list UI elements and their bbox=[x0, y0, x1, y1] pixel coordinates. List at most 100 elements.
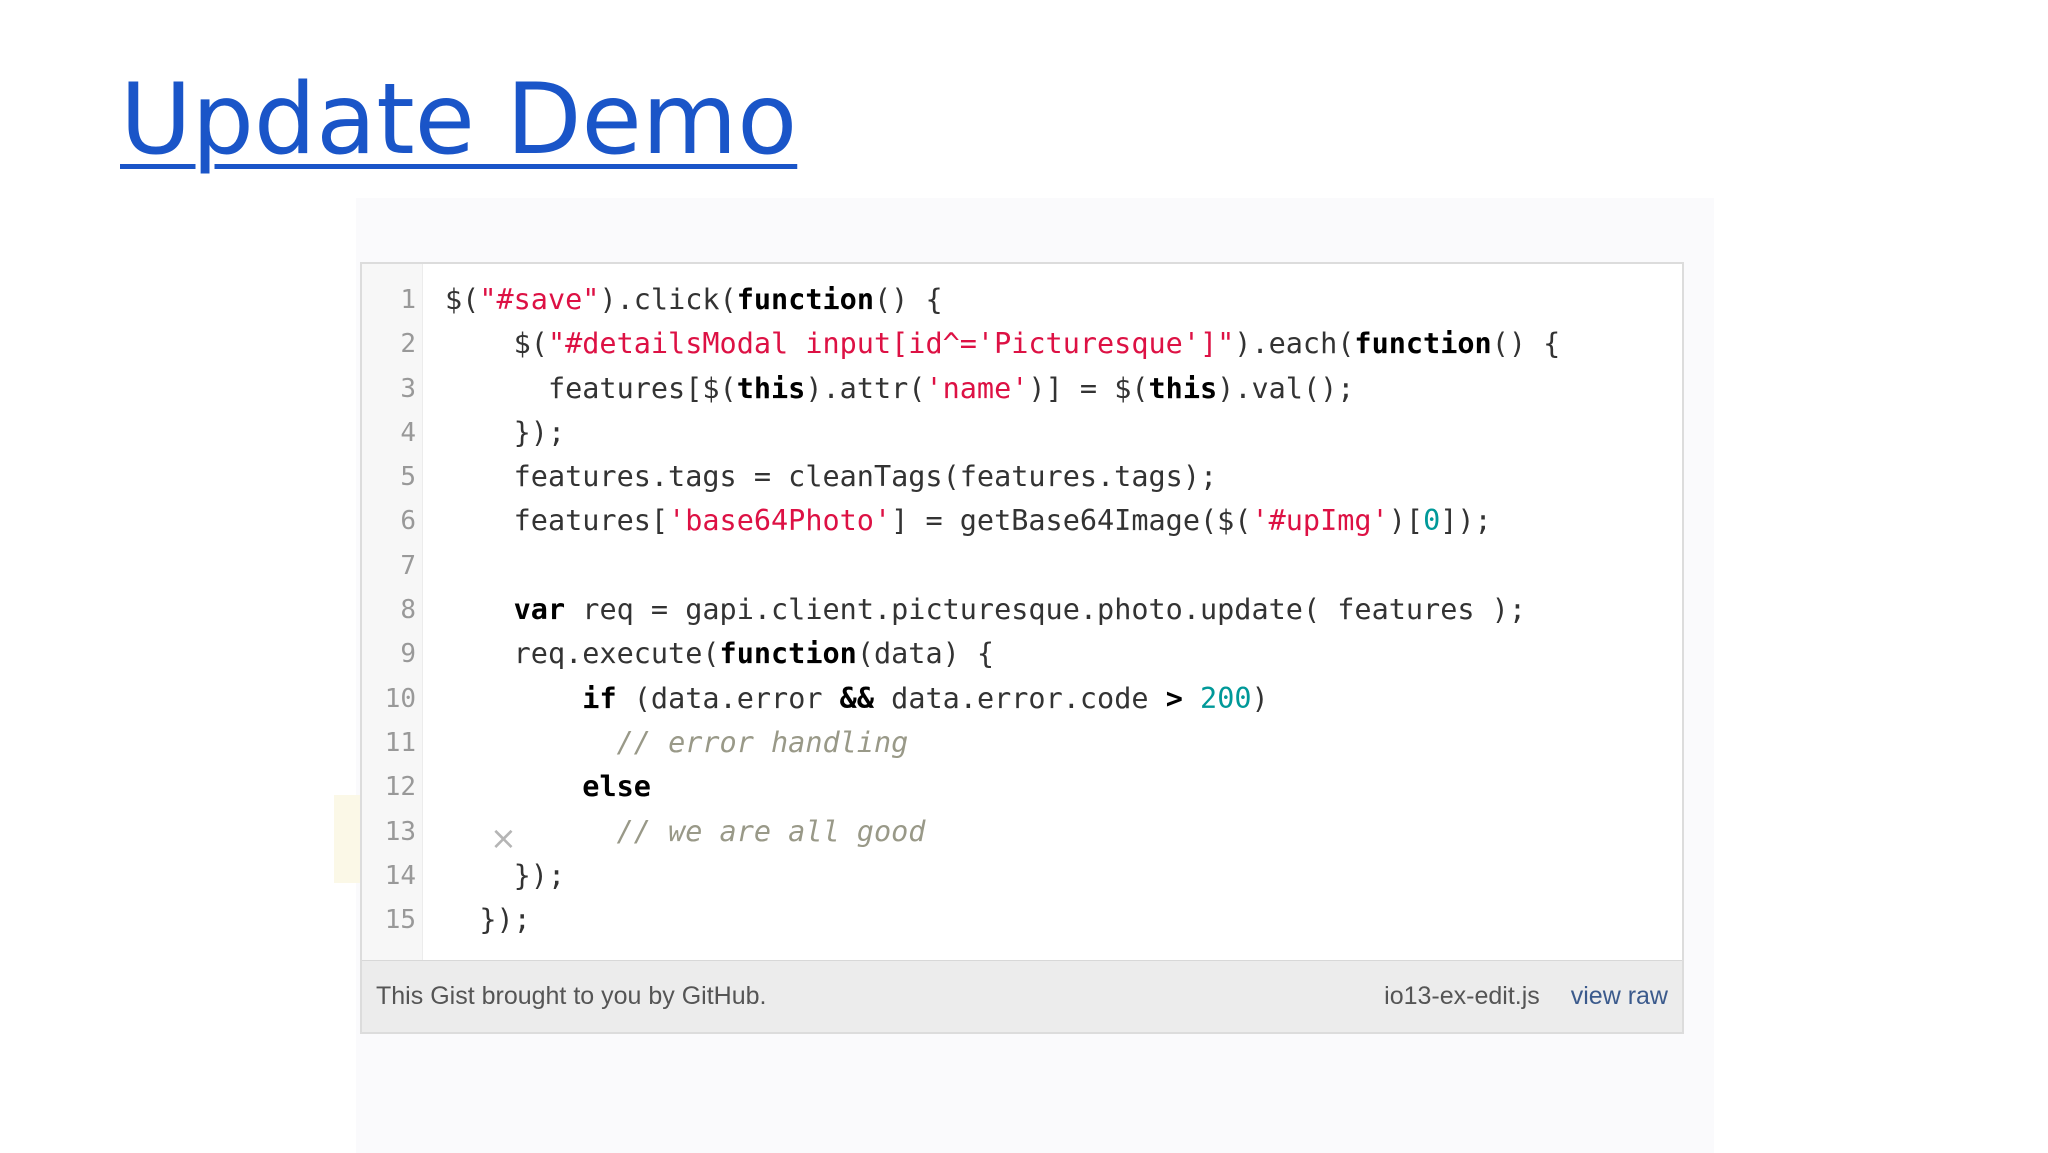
code-line: 9 req.execute(function(data) { bbox=[362, 632, 1682, 676]
line-number[interactable]: 2 bbox=[400, 329, 416, 360]
code-token bbox=[445, 593, 514, 626]
code-token: 0 bbox=[1423, 504, 1441, 538]
code-token bbox=[445, 770, 582, 803]
code-line: 12 else bbox=[362, 765, 1682, 809]
line-number[interactable]: 3 bbox=[400, 373, 416, 404]
code-token: 'base64Photo' bbox=[668, 504, 892, 538]
line-number[interactable]: 12 bbox=[384, 772, 416, 803]
line-number[interactable]: 9 bbox=[400, 639, 416, 670]
code-line: 3 features[$(this).attr('name')] = $(thi… bbox=[362, 367, 1682, 411]
code-text: }); bbox=[445, 854, 565, 898]
code-token: ).click( bbox=[599, 283, 737, 316]
code-token: $( bbox=[445, 283, 480, 316]
line-number[interactable]: 5 bbox=[400, 462, 416, 493]
code-token: if bbox=[582, 681, 617, 715]
code-text: features.tags = cleanTags(features.tags)… bbox=[445, 455, 1218, 499]
code-token: "#save" bbox=[479, 283, 600, 316]
side-tab bbox=[334, 795, 362, 883]
code-line: 7 bbox=[362, 544, 1682, 588]
code-token: function bbox=[719, 637, 857, 671]
code-line: 2 $("#detailsModal input[id^='Picturesqu… bbox=[362, 322, 1682, 366]
code-token: )] = $( bbox=[1028, 371, 1149, 405]
close-icon[interactable]: × bbox=[490, 819, 517, 857]
code-token: (data.error bbox=[616, 681, 840, 715]
gist-embed: 1$("#save").click(function() {2 $("#deta… bbox=[360, 262, 1684, 1034]
code-token: "#detailsModal input[id^='Picturesque']" bbox=[547, 327, 1235, 361]
credit-suffix: . bbox=[759, 982, 767, 1010]
code-line: 1 $("#save").click(function() { bbox=[362, 278, 1682, 322]
code-line: 15 }); bbox=[362, 898, 1682, 942]
code-token: '#upImg' bbox=[1251, 504, 1389, 538]
code-token: var bbox=[513, 593, 566, 627]
code-text: else bbox=[445, 765, 651, 809]
code-token: ).val(); bbox=[1217, 371, 1355, 405]
code-token: ).attr( bbox=[805, 371, 926, 405]
code-token: > bbox=[1165, 681, 1183, 715]
view-raw-link[interactable]: view raw bbox=[1570, 982, 1668, 1010]
code-token: data.error.code bbox=[874, 681, 1166, 715]
code-token: (data) { bbox=[856, 637, 995, 671]
code-token: 200 bbox=[1200, 681, 1252, 715]
gist-link[interactable]: Gist bbox=[430, 982, 475, 1010]
code-token: () { bbox=[1491, 327, 1561, 361]
code-token: else bbox=[582, 770, 651, 804]
code-text: var req = gapi.client.picturesque.photo.… bbox=[445, 588, 1526, 632]
page-title-link[interactable]: Update Demo bbox=[120, 63, 798, 177]
code-token: ) bbox=[1251, 681, 1269, 715]
credit-middle: brought to you by bbox=[474, 982, 682, 1010]
code-block: 1$("#save").click(function() {2 $("#deta… bbox=[362, 278, 1682, 942]
code-text: req.execute(function(data) { bbox=[445, 632, 994, 676]
code-token bbox=[445, 682, 582, 715]
gist-file-links: io13-ex-edit.js view raw bbox=[1384, 961, 1668, 1031]
gist-footer: This Gist brought to you by GitHub. io13… bbox=[362, 960, 1682, 1032]
code-token: }); bbox=[445, 415, 566, 449]
code-text: features[$(this).attr('name')] = $(this)… bbox=[445, 367, 1355, 411]
code-line: 8 var req = gapi.client.picturesque.phot… bbox=[362, 588, 1682, 632]
code-token: this bbox=[1148, 371, 1218, 405]
line-number[interactable]: 8 bbox=[400, 595, 416, 626]
line-number[interactable]: 11 bbox=[384, 727, 416, 758]
code-token: // error handling bbox=[616, 725, 909, 759]
code-token: 'name' bbox=[925, 371, 1029, 405]
code-token bbox=[445, 726, 617, 759]
code-text: $("#save").click(function() { bbox=[445, 278, 943, 322]
code-text: // we are all good bbox=[445, 810, 926, 854]
line-number[interactable]: 1 bbox=[400, 285, 416, 315]
code-token: req = gapi.client.picturesque.photo.upda… bbox=[565, 593, 1526, 627]
code-line: 4 }); bbox=[362, 411, 1682, 455]
code-text: if (data.error && data.error.code > 200) bbox=[445, 677, 1269, 721]
line-number[interactable]: 15 bbox=[384, 905, 416, 936]
code-text: // error handling bbox=[445, 721, 909, 765]
code-token: ]); bbox=[1440, 504, 1492, 538]
github-link[interactable]: GitHub bbox=[681, 982, 760, 1010]
code-line: 5 features.tags = cleanTags(features.tag… bbox=[362, 455, 1682, 499]
code-text: features['base64Photo'] = getBase64Image… bbox=[445, 499, 1492, 543]
code-token: () { bbox=[874, 283, 943, 316]
code-token: && bbox=[839, 681, 874, 715]
code-token: features.tags = cleanTags(features.tags)… bbox=[445, 460, 1218, 494]
code-token: function bbox=[736, 283, 874, 316]
code-text: }); bbox=[445, 898, 530, 942]
credit-prefix: This bbox=[376, 982, 431, 1010]
gist-credit: This Gist brought to you by GitHub. bbox=[376, 961, 767, 1031]
code-token: $( bbox=[445, 327, 548, 361]
code-token bbox=[1183, 682, 1200, 715]
line-number[interactable]: 6 bbox=[400, 506, 416, 537]
code-token: function bbox=[1354, 327, 1492, 361]
line-number[interactable]: 14 bbox=[384, 860, 416, 891]
code-token: }); bbox=[445, 858, 566, 892]
line-number[interactable]: 4 bbox=[400, 417, 416, 448]
line-number[interactable]: 10 bbox=[384, 683, 416, 714]
code-line: 6 features['base64Photo'] = getBase64Ima… bbox=[362, 499, 1682, 543]
code-line: 10 if (data.error && data.error.code > 2… bbox=[362, 677, 1682, 721]
code-text: }); bbox=[445, 411, 565, 455]
filename-link[interactable]: io13-ex-edit.js bbox=[1384, 982, 1540, 1010]
code-line: 13 // we are all good bbox=[362, 810, 1682, 854]
code-token: ).each( bbox=[1234, 327, 1355, 361]
code-line: 11 // error handling bbox=[362, 721, 1682, 765]
line-number[interactable]: 13 bbox=[384, 816, 416, 847]
code-token: ] = getBase64Image($( bbox=[891, 504, 1252, 538]
code-token: features[ bbox=[445, 504, 669, 538]
line-number[interactable]: 7 bbox=[400, 550, 416, 581]
code-token: this bbox=[736, 371, 806, 405]
